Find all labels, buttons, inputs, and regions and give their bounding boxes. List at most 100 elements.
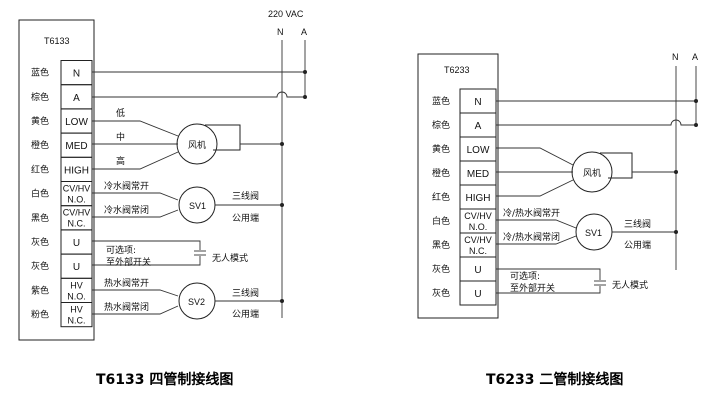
t6233-terminal-label: A <box>475 121 482 132</box>
t6133-wire-color: 灰色 <box>31 260 49 272</box>
t6233-valve-nc: 冷/热水阀常闭 <box>503 231 560 243</box>
t6233-optional-1: 可选项: <box>510 270 540 282</box>
t6233-wire-color: 橙色 <box>432 167 450 179</box>
t6233-wire-color: 灰色 <box>432 287 450 299</box>
t6133-power-label: 220 VAC <box>268 9 304 19</box>
t6133-hot-no: 热水阀常开 <box>104 277 149 289</box>
t6133-terminal-label: CV/HV <box>63 184 91 194</box>
t6233-u2-wire <box>496 286 601 294</box>
t6133-wire-color: 粉色 <box>31 309 49 321</box>
t6233-wire-color: 棕色 <box>432 119 450 131</box>
t6233-wire-color: 红色 <box>432 191 450 203</box>
t6233-common: 公用端 <box>624 239 651 251</box>
t6133-cold-no: 冷水阀常开 <box>104 180 149 192</box>
t6233-junction <box>694 99 698 103</box>
t6133-three-way-2: 三线阀 <box>232 287 259 299</box>
t6233-three-way: 三线阀 <box>624 218 651 230</box>
t6233-title: T6233 二管制接线图 <box>486 371 623 388</box>
t6133-terminal-label: MED <box>65 141 87 152</box>
t6133-terminal-label: U <box>73 262 80 273</box>
t6233-fan-icon <box>571 151 633 193</box>
t6133-fan-label: 风机 <box>188 139 206 151</box>
t6233-wire-color: 黄色 <box>432 143 450 155</box>
t6233-cv-no-wire <box>496 219 577 229</box>
t6133-terminal <box>60 302 93 328</box>
t6233-junction <box>694 123 698 127</box>
t6133-wire-color: 棕色 <box>31 91 49 103</box>
t6133-three-way-1: 三线阀 <box>232 190 259 202</box>
t6133-unmanned: 无人模式 <box>212 252 248 264</box>
t6133-wire-color: 橙色 <box>31 139 49 151</box>
t6233-low-wire <box>496 147 574 166</box>
t6133-diagram: T6133 220 VAC N A 蓝色棕色黄色橙色红色白色黑色灰色灰色紫色粉色… <box>18 9 307 388</box>
t6233-unmanned: 无人模式 <box>612 279 648 291</box>
t6133-common-2: 公用端 <box>232 308 259 320</box>
t6133-optional-1: 可选项: <box>106 244 136 256</box>
t6133-cv-no-wire <box>92 192 179 201</box>
t6233-terminal-label: HIGH <box>466 193 491 204</box>
t6133-sv2-label: SV2 <box>188 297 205 307</box>
t6133-terminal-label: U <box>73 238 80 249</box>
t6233-junction <box>674 230 678 234</box>
t6233-wire-color: 蓝色 <box>432 95 450 107</box>
t6133-wire-color: 红色 <box>31 163 49 175</box>
t6133-cold-nc: 冷水阀常闭 <box>104 204 149 216</box>
t6133-wire-color: 黄色 <box>31 115 49 127</box>
t6133-optional-2: 至外部开关 <box>106 256 151 268</box>
t6233-u1-wire <box>496 268 601 280</box>
t6233-terminal-label: CV/HV <box>464 211 492 221</box>
t6233-a-wire <box>496 119 696 126</box>
t6233-terminal-sublabel: N.O. <box>469 222 488 232</box>
t6133-a-label: A <box>301 27 307 37</box>
t6233-wire-color: 白色 <box>432 215 450 227</box>
t6233-sv1-label: SV1 <box>585 228 602 238</box>
t6233-model-label: T6233 <box>444 65 470 75</box>
t6133-wire-color: 蓝色 <box>31 67 49 79</box>
t6233-controller-outline <box>417 53 499 319</box>
t6233-terminal-label: MED <box>467 169 489 180</box>
t6133-terminal-sublabel: N.C. <box>68 219 86 229</box>
t6233-terminal-sublabel: N.C. <box>469 246 487 256</box>
t6233-fan-label: 风机 <box>583 167 601 179</box>
t6233-wire-color: 灰色 <box>432 263 450 275</box>
t6233-optional-2: 至外部开关 <box>510 282 555 294</box>
t6133-junction <box>280 299 284 303</box>
t6133-hot-nc: 热水阀常闭 <box>104 301 149 313</box>
t6133-model-label: T6133 <box>44 36 70 46</box>
t6133-low-wire <box>92 120 179 137</box>
t6133-terminal-label: CV/HV <box>63 208 91 218</box>
t6133-wire-color: 紫色 <box>31 284 49 296</box>
t6133-sv1-label: SV1 <box>189 201 206 211</box>
t6133-a-wire <box>92 91 305 98</box>
t6233-high-wire <box>496 179 574 197</box>
t6133-wire-color: 灰色 <box>31 236 49 248</box>
t6133-hv-nc-wire <box>92 305 179 315</box>
t6133-title: T6133 四管制接线图 <box>96 371 233 388</box>
t6133-speed-high: 高 <box>116 155 125 167</box>
t6133-terminal-label: LOW <box>65 117 88 128</box>
t6233-terminal-label: LOW <box>467 145 490 156</box>
t6133-high-wire <box>92 151 179 170</box>
t6133-cv-nc-wire <box>92 209 179 218</box>
t6233-cv-nc-wire <box>496 235 577 245</box>
t6133-junction <box>280 142 284 146</box>
t6133-terminal-sublabel: N.O. <box>67 195 86 205</box>
t6133-wire-color: 黑色 <box>31 212 49 224</box>
t6133-hv-no-wire <box>92 289 179 297</box>
t6133-common-1: 公用端 <box>232 212 259 224</box>
t6133-terminal-sublabel: N.O. <box>67 291 86 301</box>
t6133-controller-outline <box>18 19 95 341</box>
t6233-valve-no: 冷/热水阀常开 <box>503 207 560 219</box>
t6133-junction <box>280 203 284 207</box>
t6233-a-label: A <box>692 52 698 62</box>
t6233-terminal-label: U <box>474 265 481 276</box>
t6233-wire-color: 黑色 <box>432 239 450 251</box>
t6133-junction <box>303 95 307 99</box>
t6133-terminal-label: HV <box>70 305 83 315</box>
t6233-terminal-label: CV/HV <box>464 235 492 245</box>
t6133-u2-wire <box>92 256 201 266</box>
t6133-terminal-sublabel: N.C. <box>68 316 86 326</box>
t6133-wire-color: 白色 <box>31 188 49 200</box>
